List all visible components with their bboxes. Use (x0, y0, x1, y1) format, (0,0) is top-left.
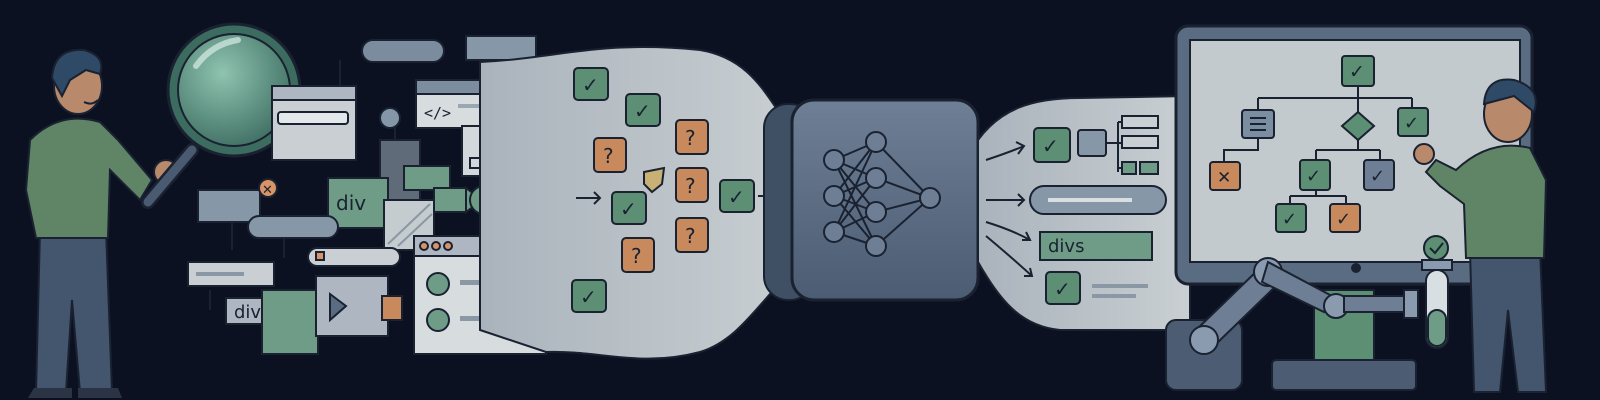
cross-icon: ✕ (262, 183, 273, 198)
check-icon: ✓ (1397, 107, 1429, 137)
check-icon: ✓ (1329, 203, 1361, 233)
svg-text:✓: ✓ (620, 197, 637, 221)
check-icon: ✓ (611, 191, 647, 225)
check-icon (1423, 235, 1449, 261)
question-icon: ? (675, 167, 709, 203)
svg-text:?: ? (631, 244, 642, 268)
check-icon: ✓ (1299, 159, 1331, 191)
play-icon (329, 292, 348, 323)
svg-text:?: ? (685, 174, 696, 198)
svg-text:✓: ✓ (1306, 166, 1321, 187)
check-icon: ✓ (571, 279, 607, 313)
cross-icon: ✕ (1209, 161, 1241, 191)
check-icon: ✓ (1045, 271, 1081, 305)
svg-text:✓: ✓ (1370, 166, 1385, 187)
svg-text:?: ? (603, 144, 614, 168)
div-tag: div (336, 191, 366, 215)
svg-text:✓: ✓ (1336, 209, 1351, 230)
person-right (1413, 78, 1548, 393)
check-icon: ✓ (1275, 203, 1307, 233)
svg-text:✓: ✓ (634, 99, 651, 123)
check-icon: ✓ (1033, 127, 1071, 163)
question-icon: ? (593, 137, 627, 173)
svg-text:✓: ✓ (1349, 61, 1365, 83)
svg-text:✓: ✓ (1054, 277, 1071, 301)
svg-text:✓: ✓ (1404, 113, 1419, 134)
diamond-decision-icon (1340, 110, 1376, 142)
flowchart-nodes: ✓ ✓ ✕ ✓ ✓ ✓ ✓ (1209, 55, 1429, 233)
code-icon: </> (424, 104, 451, 122)
check-icon: ✓ (573, 67, 609, 101)
svg-text:✓: ✓ (1042, 134, 1059, 158)
flowchart (1223, 86, 1413, 204)
svg-text:✓: ✓ (580, 285, 597, 309)
check-icon: ✓ (719, 179, 755, 213)
question-icon: ? (621, 237, 655, 273)
svg-text:?: ? (685, 224, 696, 248)
neural-network-icon (823, 131, 941, 257)
svg-text:✕: ✕ (1217, 168, 1231, 188)
svg-text:?: ? (685, 126, 696, 150)
funnel-tokens: ✓ ✓ ? ? ? ? ? ✓ ✓ ✓ (571, 67, 755, 313)
check-icon: ✓ (625, 93, 661, 127)
shield-badge (643, 166, 666, 194)
question-icon: ? (675, 119, 709, 155)
svg-text:✓: ✓ (728, 185, 745, 209)
neural-network-box (763, 98, 980, 302)
output-arrows (985, 141, 1034, 277)
test-tube-icon (1421, 235, 1453, 349)
check-icon: ✓ (1341, 55, 1375, 87)
svg-text:✓: ✓ (582, 73, 599, 97)
output-items: ✓ divs ✓ (1029, 115, 1167, 305)
person-left (24, 48, 179, 398)
robot-arm-icon (1165, 257, 1419, 391)
question-icon: ? (675, 217, 709, 253)
svg-text:✓: ✓ (1282, 209, 1297, 230)
check-icon: ✓ (1363, 159, 1395, 191)
divs-tag-right: divs (1048, 236, 1084, 257)
